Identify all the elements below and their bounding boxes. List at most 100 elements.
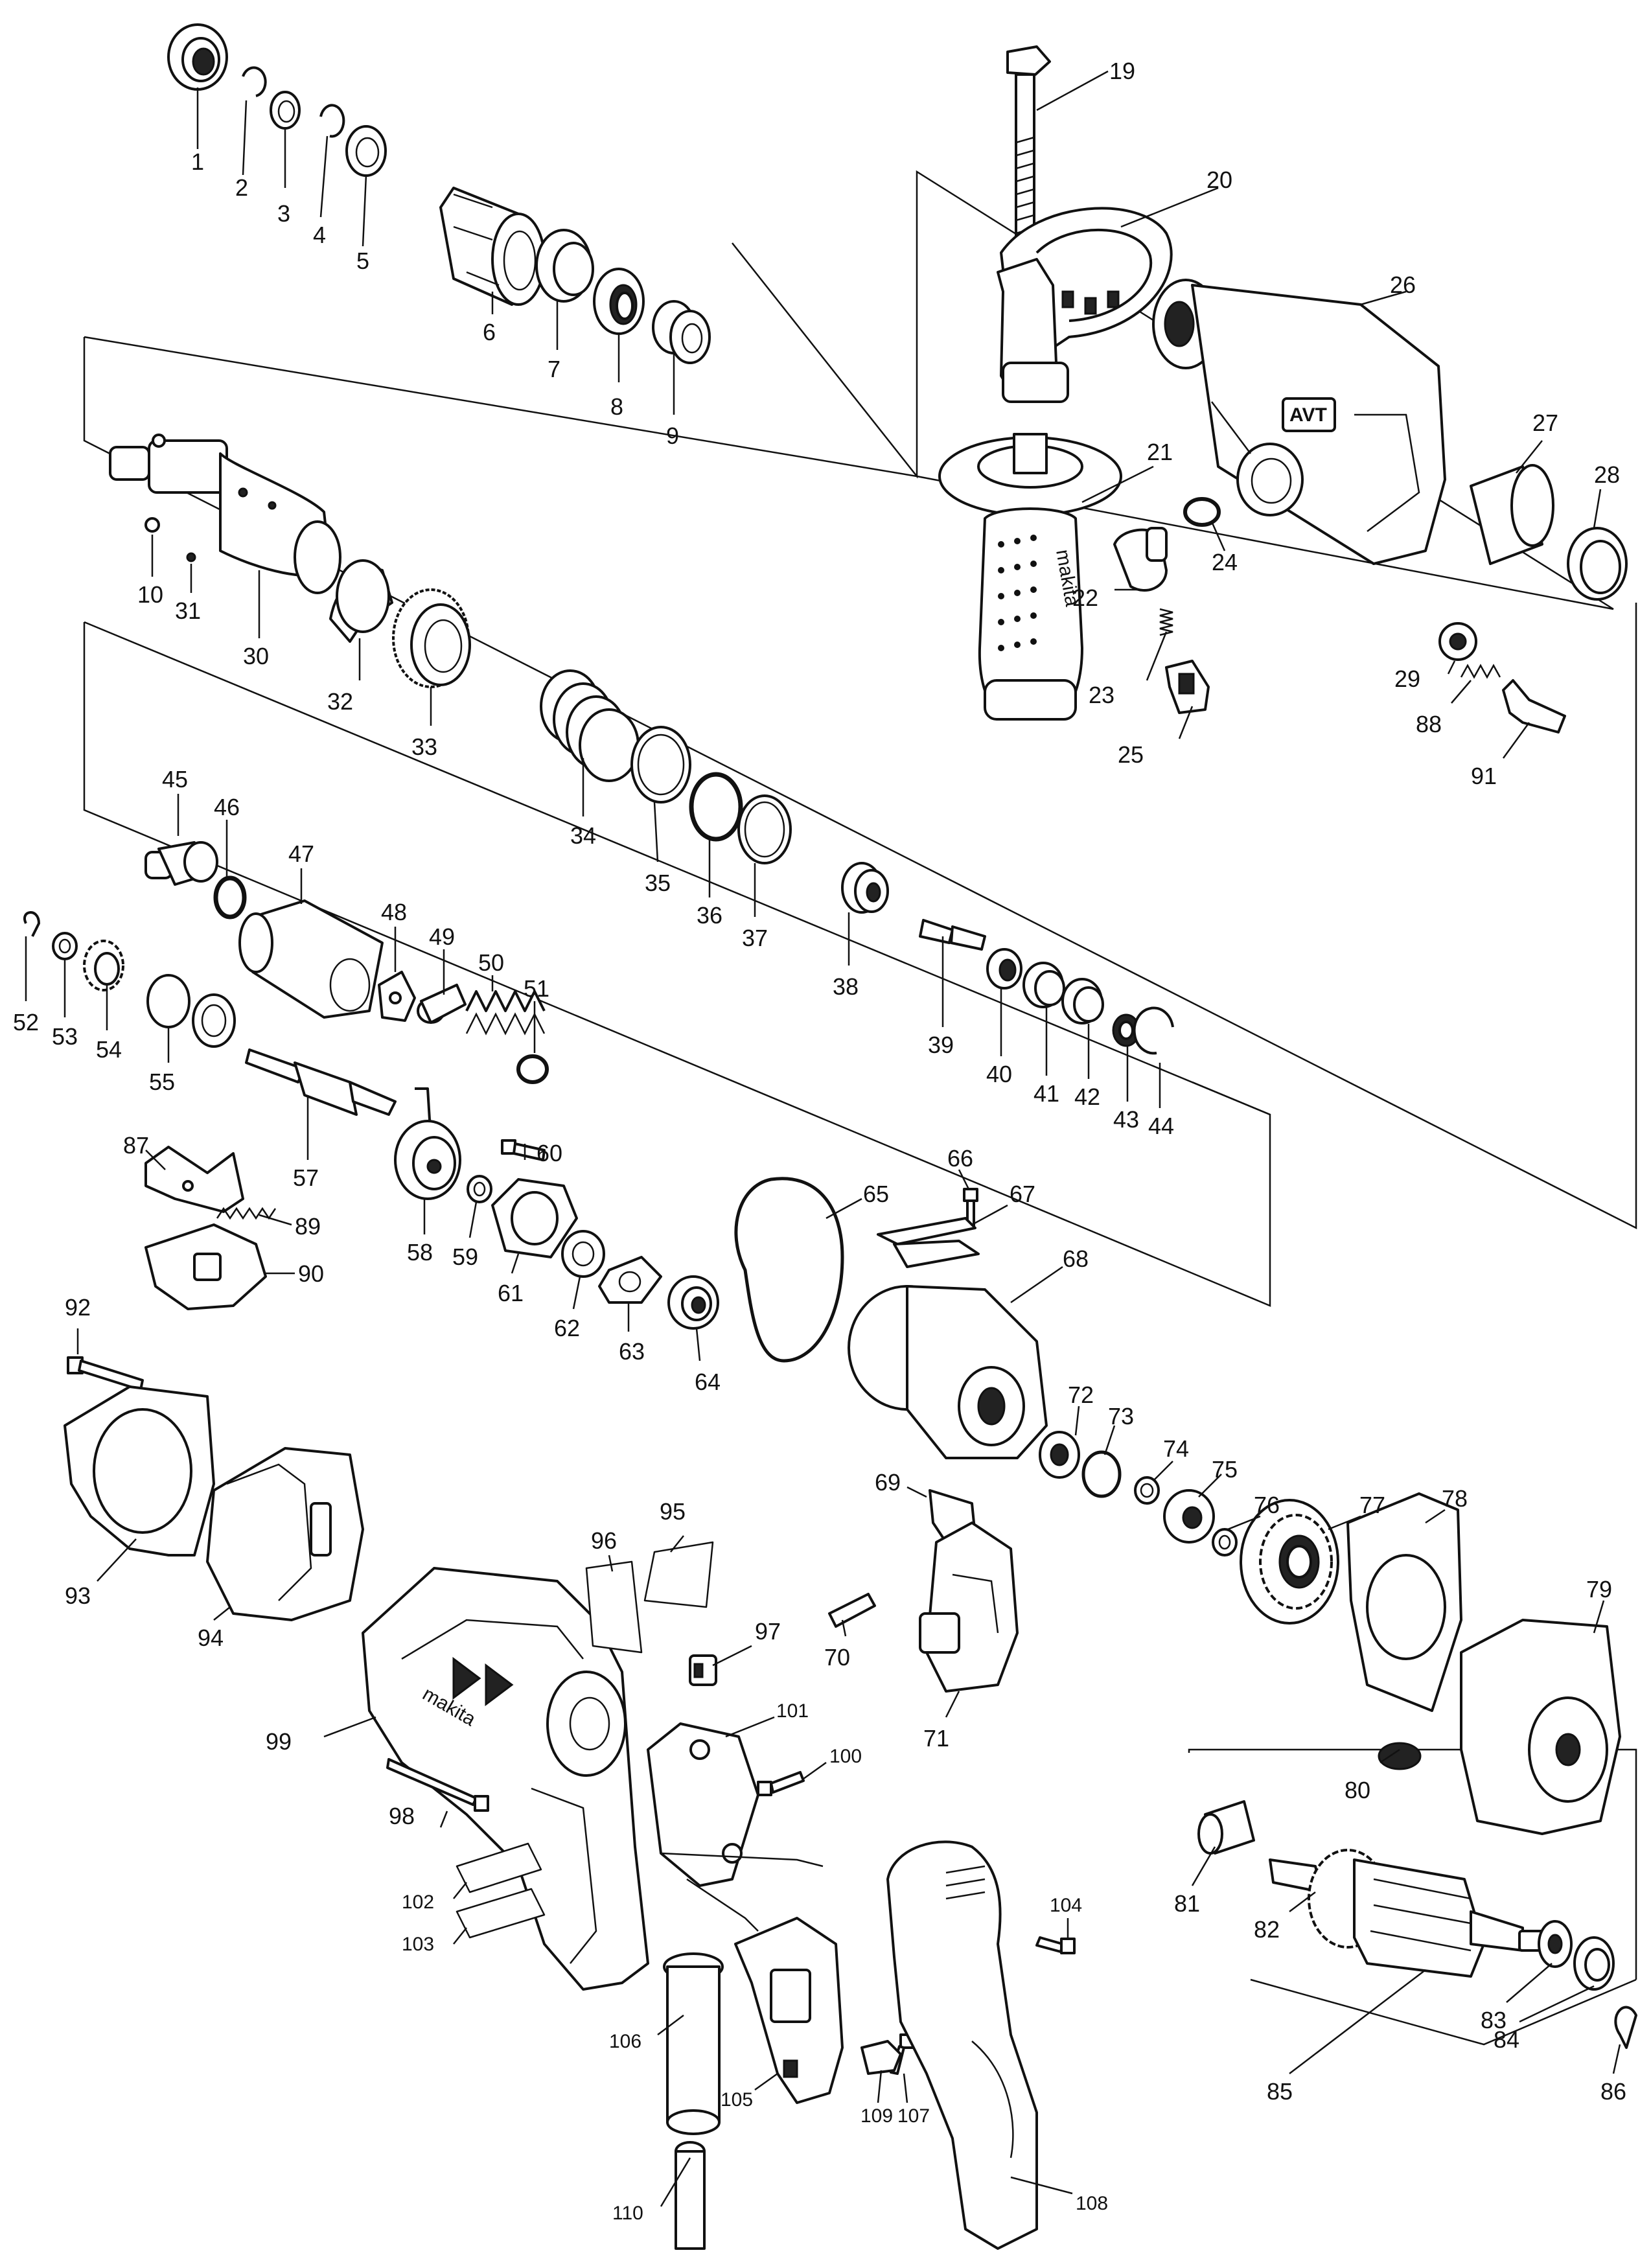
label-71: 71	[923, 1725, 949, 1752]
part-42-impact-bolt	[1061, 978, 1104, 1024]
part-95-name-plate	[643, 1541, 714, 1608]
part-41-spring	[1022, 962, 1065, 1008]
part-21-side-grip: makita	[938, 433, 1122, 721]
label-81: 81	[1174, 1890, 1200, 1917]
label-101: 101	[776, 1700, 809, 1722]
label-31: 31	[175, 597, 201, 624]
part-84-ball-bearing	[1573, 1936, 1615, 1991]
label-63: 63	[619, 1338, 645, 1365]
label-25: 25	[1118, 741, 1144, 768]
part-99-motor-housing: makita	[362, 1567, 649, 1991]
part-57-tool-shaft	[245, 1048, 397, 1116]
part-105-switch	[734, 1917, 844, 2104]
label-10: 10	[137, 581, 163, 608]
part-64-ball-bearing	[667, 1275, 719, 1330]
part-109-lock-button	[860, 2040, 902, 2075]
part-59-flat-washer	[467, 1175, 492, 1203]
label-29: 29	[1394, 665, 1420, 692]
label-57: 57	[293, 1164, 319, 1191]
part-110-tube	[675, 2141, 706, 2250]
part-49-pin	[417, 984, 467, 1024]
part-40-o-ring-holder	[986, 948, 1022, 989]
label-105: 105	[721, 2089, 753, 2111]
part-61-bearing-box	[491, 1178, 578, 1258]
label-7: 7	[548, 356, 560, 382]
label-61: 61	[498, 1280, 524, 1306]
label-36: 36	[697, 902, 722, 929]
label-86: 86	[1600, 2078, 1626, 2105]
part-23-compression-spring	[1159, 608, 1173, 636]
label-72: 72	[1068, 1382, 1094, 1408]
part-29-bearing	[1438, 622, 1477, 661]
label-102: 102	[402, 1892, 434, 1913]
part-51-ring	[516, 1054, 549, 1084]
part-26-gear-housing: AVT	[1152, 279, 1446, 565]
part-70-pin	[828, 1593, 876, 1628]
label-23: 23	[1089, 682, 1114, 708]
label-108: 108	[1076, 2193, 1108, 2214]
part-37-washer	[737, 794, 792, 864]
part-31-steel-ball	[186, 552, 196, 562]
part-79-fan-cover	[1460, 1619, 1621, 1835]
part-24-o-ring	[1183, 497, 1221, 527]
grip-texture-dots	[998, 535, 1037, 651]
label-43: 43	[1113, 1106, 1139, 1133]
part-62-ball-bearing	[561, 1230, 605, 1278]
label-79: 79	[1586, 1576, 1612, 1603]
part-72-ball-bearing	[1039, 1431, 1080, 1479]
label-88: 88	[1416, 711, 1442, 737]
label-76: 76	[1254, 1492, 1280, 1518]
part-50-compression-spring	[465, 990, 546, 1036]
label-67: 67	[1010, 1181, 1035, 1207]
part-54-spur-gear	[83, 940, 124, 991]
part-74-ring	[1134, 1476, 1160, 1505]
label-46: 46	[214, 794, 240, 820]
label-84: 84	[1494, 2026, 1519, 2053]
part-3-washer	[270, 91, 301, 130]
part-9-compression-spring	[652, 300, 711, 364]
part-77-fan	[1240, 1499, 1339, 1625]
label-64: 64	[695, 1369, 721, 1395]
label-52: 52	[13, 1009, 39, 1036]
label-83: 83	[1481, 2007, 1507, 2033]
part-89-compression-spring	[216, 1207, 277, 1220]
label-39: 39	[928, 1032, 954, 1058]
label-68: 68	[1063, 1245, 1089, 1272]
label-66: 66	[947, 1145, 973, 1172]
part-63-retainer	[598, 1256, 662, 1304]
label-6: 6	[483, 319, 496, 345]
part-93-fan-guide	[64, 1385, 215, 1556]
label-44: 44	[1148, 1113, 1174, 1139]
part-68-inner-housing	[848, 1285, 1048, 1459]
label-41: 41	[1033, 1080, 1059, 1107]
part-10-steel-ball	[144, 517, 160, 533]
label-24: 24	[1212, 549, 1238, 575]
label-98: 98	[389, 1803, 415, 1829]
part-33-ring-gear	[392, 588, 471, 688]
label-47: 47	[288, 840, 314, 867]
part-80-sponge	[1378, 1742, 1422, 1770]
label-19: 19	[1109, 58, 1135, 84]
part-44-ring-spring	[1133, 1006, 1174, 1055]
part-71-motor-housing-plate	[919, 1522, 1019, 1693]
label-38: 38	[833, 973, 859, 1000]
leader-lines	[25, 70, 1621, 2207]
part-4-ring-spring	[319, 104, 345, 138]
label-77: 77	[1359, 1492, 1385, 1518]
label-90: 90	[298, 1260, 324, 1287]
part-66-screw	[963, 1188, 978, 1227]
part-48-lock-plate	[378, 971, 416, 1022]
label-92: 92	[65, 1294, 91, 1321]
part-65-o-ring	[734, 1177, 844, 1363]
part-91-lock-plate	[1502, 679, 1566, 734]
part-27-sleeve-ring	[1470, 464, 1554, 565]
part-1-seal-cap	[167, 23, 228, 91]
label-107: 107	[897, 2105, 930, 2127]
part-43-o-ring	[1112, 1013, 1140, 1047]
part-55-needle-bearing	[146, 974, 236, 1048]
label-69: 69	[875, 1469, 901, 1496]
part-73-o-ring	[1081, 1450, 1122, 1498]
part-39-striker	[919, 919, 986, 951]
label-75: 75	[1212, 1456, 1238, 1483]
